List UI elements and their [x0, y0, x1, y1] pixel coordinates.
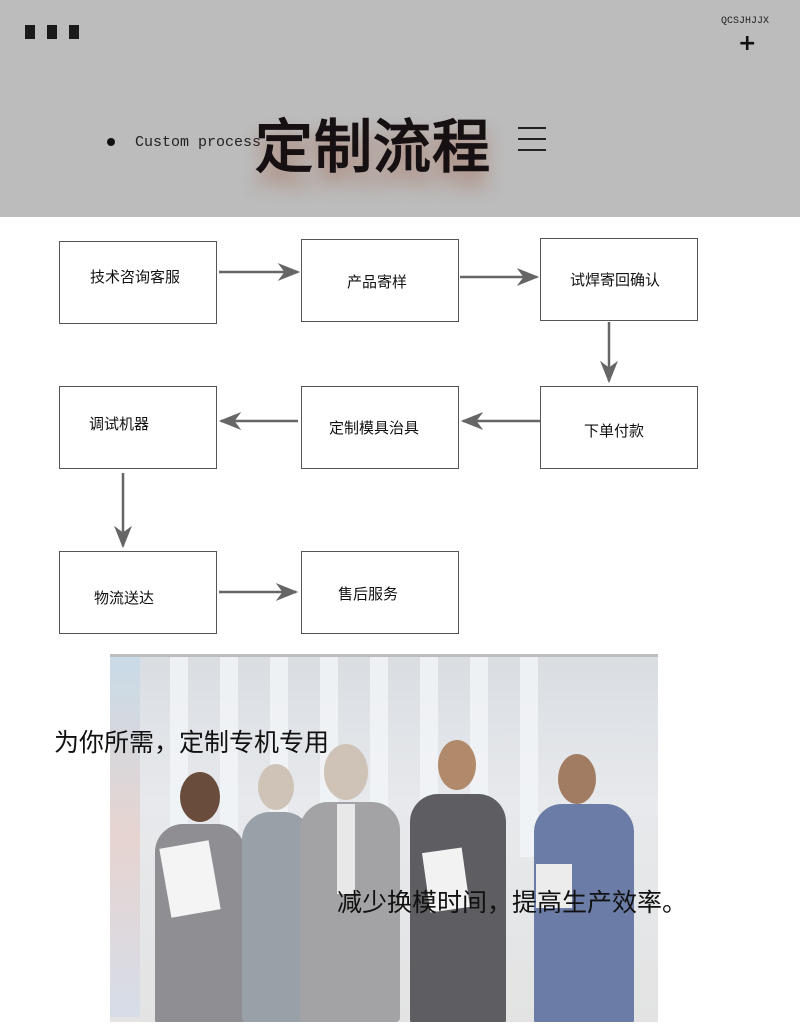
flow-step-label: 定制模具治具 [329, 419, 420, 437]
poster-decoration [110, 657, 140, 1017]
dot [69, 25, 79, 39]
flow-step-trial-weld: 试焊寄回确认 [540, 238, 698, 321]
dot [25, 25, 35, 39]
flow-step-label: 试焊寄回确认 [570, 271, 661, 289]
business-team-photo [110, 654, 658, 1022]
flow-step-after-sales: 售后服务 [301, 551, 459, 634]
brand-text: QCSJHJJX [720, 16, 769, 27]
page-title: 定制流程 [255, 113, 492, 181]
header-section: QCSJHJJX + Custom process 定制流程 [0, 0, 800, 217]
plus-icon[interactable]: + [738, 31, 757, 56]
flow-step-custom-mold: 定制模具治具 [301, 386, 459, 469]
flow-step-label: 下单付款 [584, 422, 645, 440]
dot [47, 25, 57, 39]
slogan-efficiency: 减少换模时间，提高生产效率。 [337, 888, 688, 917]
dots-menu-icon[interactable] [25, 25, 79, 39]
flow-step-label: 技术咨询客服 [90, 268, 181, 286]
flow-step-sample: 产品寄样 [301, 239, 459, 322]
flow-step-tech-consult: 技术咨询客服 [59, 241, 217, 324]
bullet-icon [107, 138, 115, 146]
flow-step-order-payment: 下单付款 [540, 386, 698, 469]
flow-step-label: 售后服务 [338, 585, 399, 603]
flow-step-label: 产品寄样 [347, 273, 408, 291]
flow-step-debug-machine: 调试机器 [59, 386, 217, 469]
flow-step-label: 物流送达 [94, 589, 155, 607]
slogan-custom-machine: 为你所需，定制专机专用 [54, 728, 330, 757]
hamburger-menu-icon[interactable] [518, 127, 546, 153]
flow-step-logistics: 物流送达 [59, 551, 217, 634]
flow-step-label: 调试机器 [89, 415, 150, 433]
section-subtitle: Custom process [135, 134, 262, 151]
